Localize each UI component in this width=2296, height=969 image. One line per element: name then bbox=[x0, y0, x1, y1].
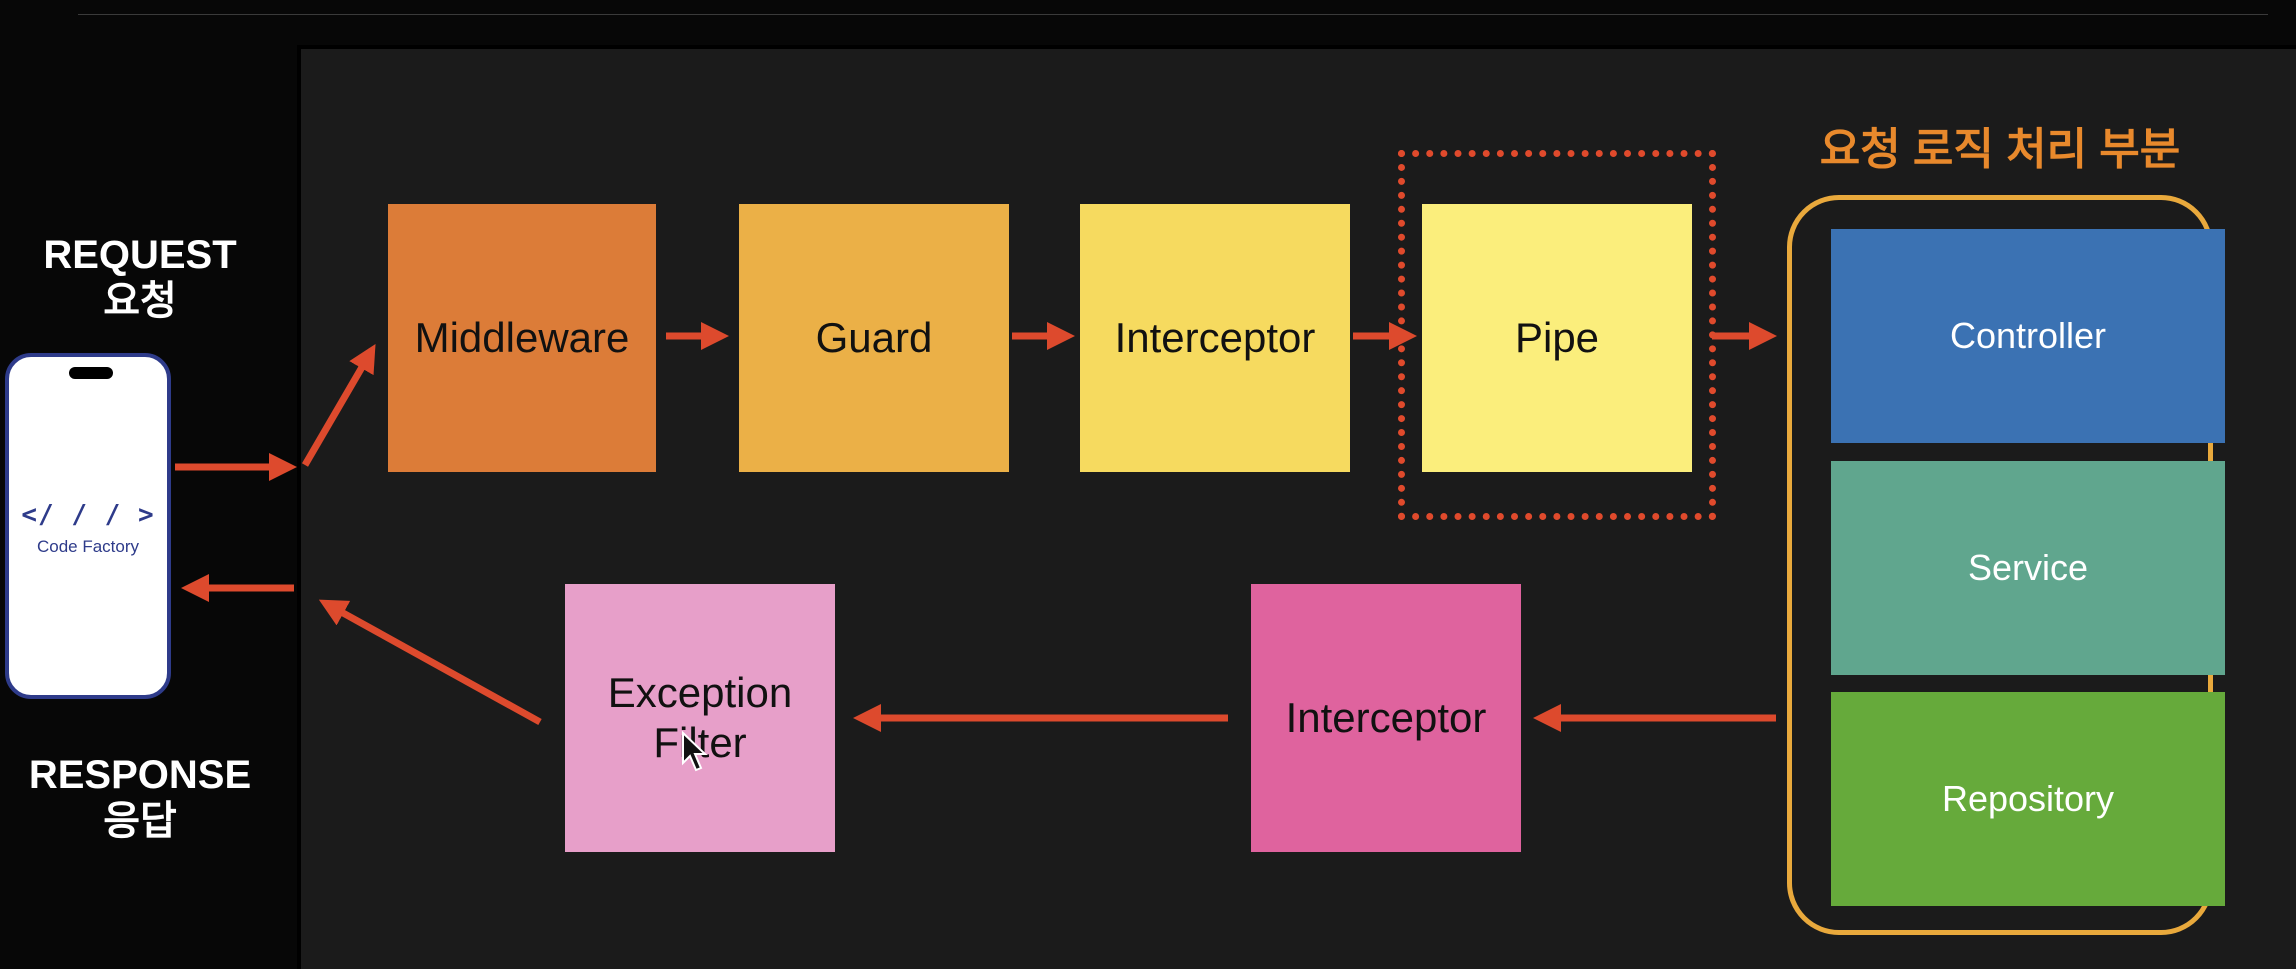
middleware-box: Middleware bbox=[388, 204, 656, 472]
response-label: RESPONSE 응답 bbox=[20, 752, 260, 844]
request-label: REQUEST 요청 bbox=[20, 232, 260, 324]
code-factory-logo-icon: </ / / > bbox=[21, 500, 155, 530]
interceptor-response-label: Interceptor bbox=[1285, 693, 1487, 741]
response-label-ko: 응답 bbox=[103, 799, 177, 843]
middleware-label: Middleware bbox=[414, 313, 630, 361]
controller-label: Controller bbox=[1949, 315, 2107, 357]
request-label-en: REQUEST bbox=[43, 233, 237, 277]
exception-filter-label-line1: Exception bbox=[607, 668, 793, 716]
code-factory-logo-text: Code Factory bbox=[36, 537, 140, 556]
response-label-en: RESPONSE bbox=[28, 753, 252, 797]
interceptor-request-box: Interceptor bbox=[1080, 204, 1350, 472]
arrow-to-middleware bbox=[301, 343, 376, 467]
interceptor-request-label: Interceptor bbox=[1114, 313, 1316, 361]
top-divider bbox=[78, 14, 2268, 15]
logic-section-title: 요청 로직 처리 부분 bbox=[1819, 125, 2181, 174]
service-label: Service bbox=[1967, 547, 2089, 589]
arrow-exception-filter-to-gateway bbox=[318, 599, 542, 726]
mouse-pointer-icon bbox=[682, 730, 708, 772]
guard-box: Guard bbox=[739, 204, 1009, 472]
phone-notch bbox=[69, 367, 113, 379]
guard-label: Guard bbox=[815, 313, 933, 361]
request-label-ko: 요청 bbox=[103, 279, 177, 323]
pipe-label: Pipe bbox=[1514, 313, 1600, 361]
exception-filter-box: Exception Filter bbox=[565, 584, 835, 852]
interceptor-response-box: Interceptor bbox=[1251, 584, 1521, 852]
repository-box: Repository bbox=[1831, 692, 2225, 906]
pipe-box: Pipe bbox=[1422, 204, 1692, 472]
controller-box: Controller bbox=[1831, 229, 2225, 443]
repository-label: Repository bbox=[1941, 778, 2115, 820]
smartphone-icon: </ / / > Code Factory bbox=[5, 353, 171, 699]
service-box: Service bbox=[1831, 461, 2225, 675]
flow-arrows bbox=[175, 322, 1777, 772]
exception-filter-label-line2: Filter bbox=[653, 719, 747, 766]
